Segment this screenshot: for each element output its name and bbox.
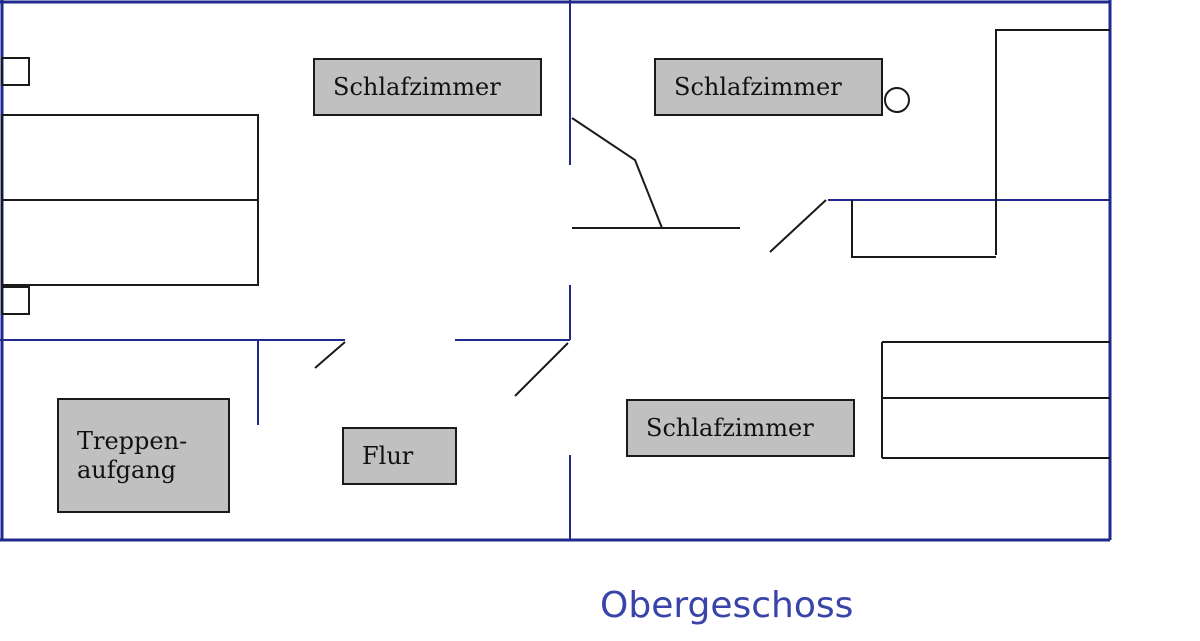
room-name: Schlafzimmer xyxy=(333,72,501,101)
interior-walls xyxy=(0,0,1110,540)
outer-walls xyxy=(0,0,1112,542)
room-name: Schlafzimmer xyxy=(646,413,814,442)
desk-right xyxy=(851,200,996,258)
room-label-bedroom-top-right: Schlafzimmer xyxy=(654,58,883,116)
floor-caption: Obergeschoss xyxy=(600,585,854,626)
room-name: Flur xyxy=(362,441,414,470)
room-label-bedroom-top-left: Schlafzimmer xyxy=(313,58,542,116)
lamp-circle xyxy=(884,87,910,113)
room-label-bedroom-bottom-right: Schlafzimmer xyxy=(626,399,855,457)
nightstand-bottom xyxy=(1,286,30,315)
door-swing-hall-left xyxy=(314,341,346,369)
door-swing-hall-right xyxy=(514,342,569,397)
nightstand-top xyxy=(1,57,30,86)
room-label-hallway: Flur xyxy=(342,427,457,485)
room-name: Schlafzimmer xyxy=(674,72,842,101)
closet-outline xyxy=(571,117,663,229)
door-swing-right xyxy=(769,199,827,253)
furniture xyxy=(1,29,1110,459)
room-label-stairwell: Treppen- aufgang xyxy=(57,398,230,513)
room-name: Treppen- aufgang xyxy=(77,426,188,484)
door-swings xyxy=(314,199,827,397)
wardrobe-right xyxy=(995,29,1110,255)
